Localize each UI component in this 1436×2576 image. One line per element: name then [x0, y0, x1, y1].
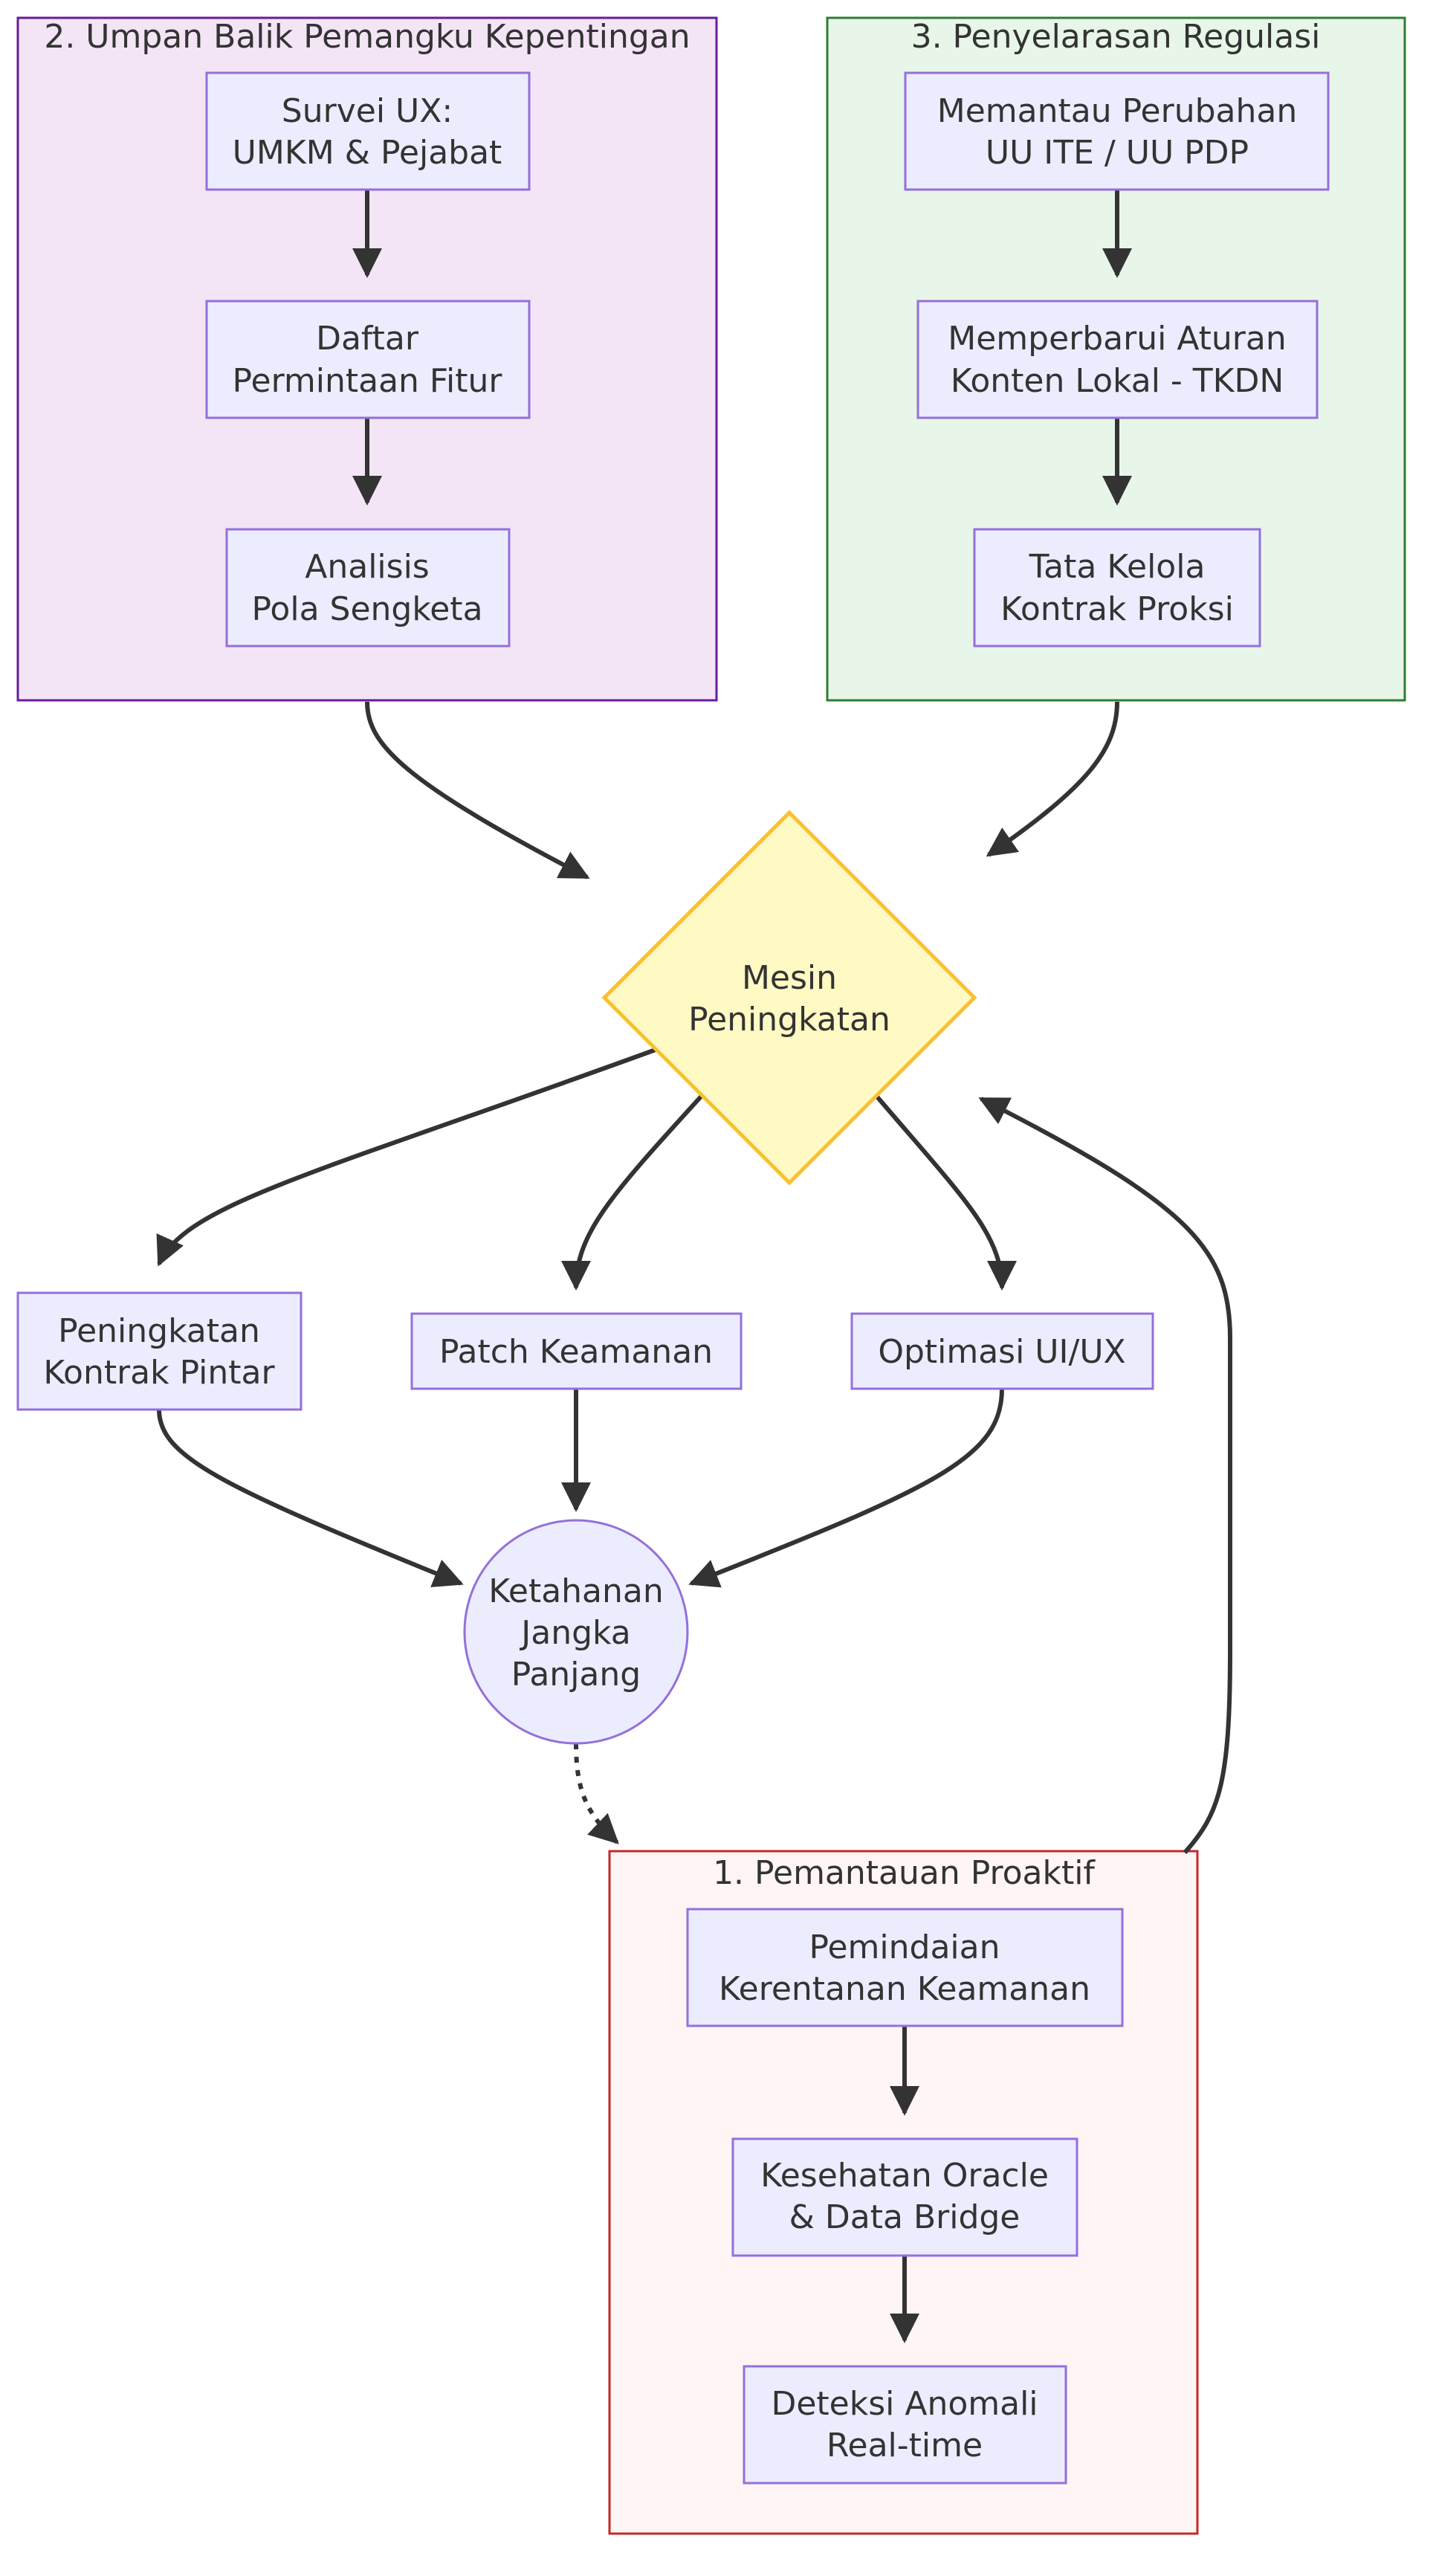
node-long-term-resilience-line2: Jangka — [519, 1614, 630, 1652]
node-ux-survey-line2: UMKM & Pejabat — [233, 134, 502, 172]
node-vuln-scan-line1: Pemindaian — [809, 1928, 1000, 1966]
node-anomaly-detection-line1: Deteksi Anomali — [771, 2385, 1038, 2423]
node-vuln-scan-box — [686, 1908, 1124, 2027]
edge-engine-to-uiux — [874, 1094, 1017, 1291]
node-feature-requests-line1: Daftar — [316, 320, 419, 358]
node-proxy-governance-line1: Tata Kelola — [1029, 548, 1206, 586]
node-anomaly-detection-line2: Real-time — [827, 2427, 983, 2464]
edge-engine-to-smart-contract — [156, 1047, 657, 1267]
edge-engine-to-security-patch — [561, 1094, 704, 1291]
edge-regulation-to-engine — [986, 701, 1119, 857]
node-proxy-governance-line2: Kontrak Proksi — [1000, 590, 1234, 628]
node-proxy-governance-box — [973, 528, 1261, 648]
node-tkdn-rules: Memperbarui Aturan Konten Lokal - TKDN — [916, 300, 1319, 419]
node-tkdn-rules-box — [916, 300, 1319, 419]
node-oracle-health-line2: & Data Bridge — [789, 2198, 1021, 2236]
node-oracle-health: Kesehatan Oracle & Data Bridge — [731, 2137, 1078, 2257]
node-dispute-analysis: Analisis Pola Sengketa — [225, 528, 511, 648]
node-dispute-analysis-line2: Pola Sengketa — [251, 590, 482, 628]
node-security-patch: Patch Keamanan — [410, 1312, 743, 1390]
node-long-term-resilience-line1: Ketahanan — [488, 1572, 664, 1610]
node-upgrade-engine: Mesin Peningkatan — [601, 810, 977, 1186]
node-vuln-scan-line2: Kerentanan Keamanan — [719, 1970, 1090, 2008]
edge-resilience-to-monitoring — [574, 1743, 619, 1844]
node-dispute-analysis-line1: Analisis — [305, 548, 429, 586]
node-law-monitoring-box — [904, 71, 1330, 191]
node-feature-requests-line2: Permintaan Fitur — [233, 362, 503, 400]
node-tkdn-rules-line2: Konten Lokal - TKDN — [951, 362, 1284, 400]
node-oracle-health-box — [731, 2137, 1078, 2257]
node-upgrade-engine-line1: Mesin — [742, 959, 837, 997]
node-security-patch-box — [410, 1312, 743, 1390]
node-uiux-optimization-box — [850, 1312, 1154, 1390]
node-upgrade-engine-diamond — [601, 810, 977, 1186]
edge-monitoring-to-engine — [978, 1097, 1232, 1854]
node-smart-contract-upgrade-box — [16, 1291, 303, 1411]
edge-uiux-to-resilience — [688, 1388, 1004, 1588]
node-smart-contract-upgrade-line2: Kontrak Pintar — [43, 1354, 275, 1392]
node-long-term-resilience-line3: Panjang — [511, 1656, 641, 1694]
node-feature-requests-box — [205, 300, 531, 419]
edge-feedback-to-engine — [365, 701, 590, 879]
node-ux-survey-box — [205, 71, 531, 191]
cluster-monitoring-title: 1. Pemantauan Proaktif — [713, 1854, 1096, 1892]
node-smart-contract-upgrade: Peningkatan Kontrak Pintar — [16, 1291, 303, 1411]
node-security-patch-line1: Patch Keamanan — [439, 1333, 713, 1371]
node-long-term-resilience: Ketahanan Jangka Panjang — [463, 1519, 689, 1745]
node-anomaly-detection-box — [743, 2365, 1067, 2485]
node-law-monitoring-line1: Memantau Perubahan — [937, 92, 1297, 130]
node-feature-requests: Daftar Permintaan Fitur — [205, 300, 531, 419]
node-proxy-governance: Tata Kelola Kontrak Proksi — [973, 528, 1261, 648]
node-tkdn-rules-line1: Memperbarui Aturan — [948, 320, 1286, 358]
node-oracle-health-line1: Kesehatan Oracle — [760, 2157, 1049, 2195]
node-uiux-optimization-line1: Optimasi UI/UX — [878, 1333, 1125, 1371]
edge-smart-contract-to-resilience — [157, 1409, 464, 1587]
node-uiux-optimization: Optimasi UI/UX — [850, 1312, 1154, 1390]
node-long-term-resilience-circle — [463, 1519, 689, 1745]
edges — [156, 190, 1232, 2343]
node-ux-survey: Survei UX: UMKM & Pejabat — [205, 71, 531, 191]
node-law-monitoring: Memantau Perubahan UU ITE / UU PDP — [904, 71, 1330, 191]
node-law-monitoring-line2: UU ITE / UU PDP — [986, 134, 1249, 172]
node-upgrade-engine-line2: Peningkatan — [688, 1001, 890, 1039]
cluster-regulation-title: 3. Penyelarasan Regulasi — [911, 18, 1321, 56]
node-vuln-scan: Pemindaian Kerentanan Keamanan — [686, 1908, 1124, 2027]
node-ux-survey-line1: Survei UX: — [282, 92, 453, 130]
node-anomaly-detection: Deteksi Anomali Real-time — [743, 2365, 1067, 2485]
node-smart-contract-upgrade-line1: Peningkatan — [58, 1312, 260, 1350]
cluster-feedback-title: 2. Umpan Balik Pemangku Kepentingan — [44, 18, 690, 56]
node-dispute-analysis-box — [225, 528, 511, 648]
